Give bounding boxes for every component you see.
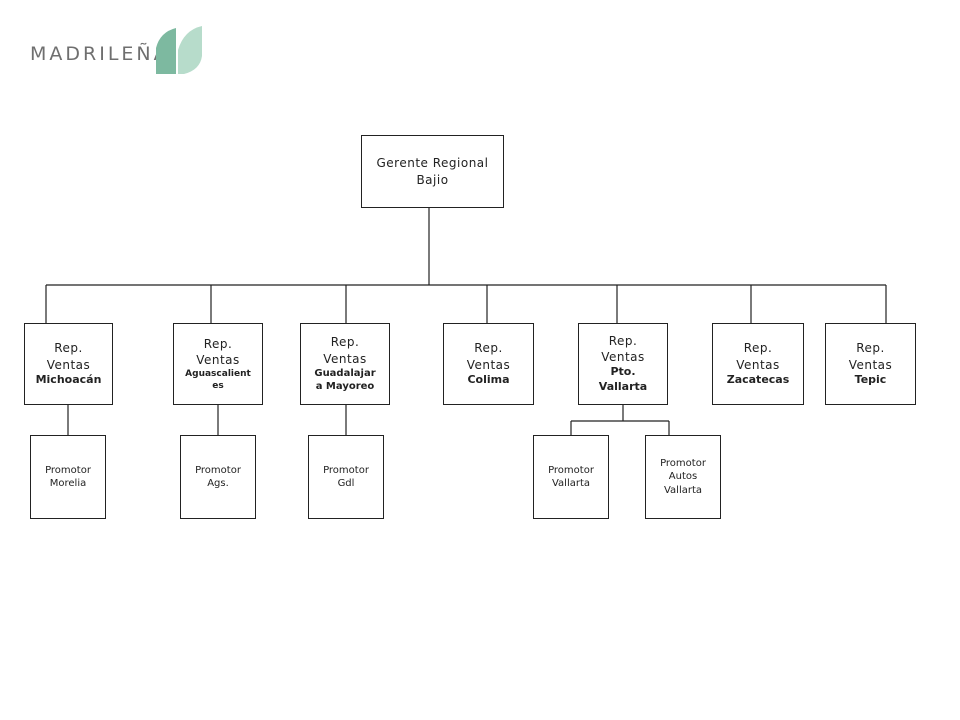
- node-label: Vallarta: [551, 478, 591, 489]
- node-role: Ventas: [848, 357, 893, 372]
- org-node-rep-guadalajara: Rep. Ventas Guadalajar a Mayoreo: [300, 323, 390, 405]
- org-node-rep-michoacan: Rep. Ventas Michoacán: [24, 323, 113, 405]
- node-label: Ags.: [207, 478, 229, 489]
- org-node-promotor-gdl: Promotor Gdl: [308, 435, 384, 519]
- node-city: Guadalajar: [314, 367, 376, 379]
- node-label: Promotor: [323, 464, 369, 476]
- node-role: Ventas: [466, 357, 511, 372]
- node-label: Promotor: [195, 464, 241, 476]
- node-label: Promotor: [548, 464, 594, 476]
- org-node-rep-pto-vallarta: Rep. Ventas Pto. Vallarta: [578, 323, 668, 405]
- node-city: Tepic: [854, 372, 887, 386]
- node-city: Aguascalient: [185, 369, 251, 380]
- node-city: Colima: [467, 372, 510, 386]
- node-role: Ventas: [46, 357, 91, 372]
- org-node-rep-tepic: Rep. Ventas Tepic: [825, 323, 916, 405]
- org-node-promotor-autos-vallarta: Promotor Autos Vallarta: [645, 435, 721, 519]
- org-node-gerente-regional: Gerente Regional Bajio: [361, 135, 504, 208]
- node-role: Rep.: [474, 341, 503, 356]
- node-label: Morelia: [49, 478, 87, 489]
- org-node-promotor-vallarta: Promotor Vallarta: [533, 435, 609, 519]
- node-subtitle: Bajio: [416, 172, 449, 187]
- node-role: Rep.: [608, 333, 638, 348]
- node-city: Zacatecas: [726, 372, 790, 386]
- node-role: Rep.: [330, 335, 360, 350]
- node-label: Gdl: [337, 478, 355, 489]
- node-label: Vallarta: [663, 484, 703, 496]
- node-role: Rep.: [203, 336, 233, 351]
- node-role: Ventas: [196, 352, 240, 367]
- node-city: Vallarta: [598, 380, 648, 394]
- node-title: Gerente Regional: [376, 156, 489, 171]
- node-role: Rep.: [743, 341, 773, 356]
- node-role: Ventas: [601, 350, 645, 365]
- node-city: Michoacán: [35, 372, 102, 386]
- org-node-promotor-morelia: Promotor Morelia: [30, 435, 106, 519]
- node-city: Pto.: [610, 365, 636, 379]
- node-city: a Mayoreo: [315, 381, 375, 393]
- company-logo: MADRILEÑA: [30, 26, 210, 78]
- org-node-promotor-ags: Promotor Ags.: [180, 435, 256, 519]
- node-role: Rep.: [54, 341, 83, 356]
- org-node-rep-colima: Rep. Ventas Colima: [443, 323, 534, 405]
- node-role: Rep.: [856, 341, 885, 356]
- leaf-logo-icon: [156, 26, 202, 74]
- node-city: es: [212, 381, 224, 392]
- node-label: Autos: [668, 471, 698, 483]
- node-role: Ventas: [736, 357, 780, 372]
- node-label: Promotor: [45, 464, 91, 476]
- node-role: Ventas: [323, 351, 367, 366]
- org-node-rep-zacatecas: Rep. Ventas Zacatecas: [712, 323, 804, 405]
- logo-text: MADRILEÑA: [30, 43, 170, 65]
- node-label: Promotor: [660, 457, 706, 469]
- org-node-rep-aguascalientes: Rep. Ventas Aguascalient es: [173, 323, 263, 405]
